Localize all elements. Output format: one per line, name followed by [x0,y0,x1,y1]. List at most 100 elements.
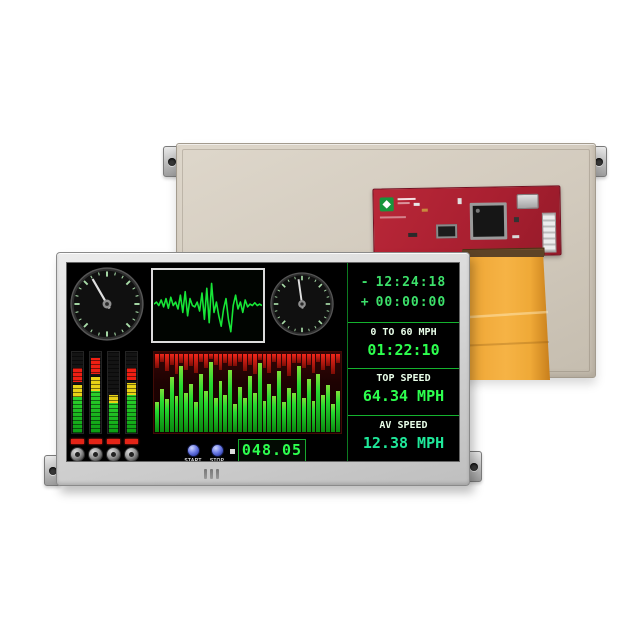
vu-bar [71,351,84,434]
spectrum-bar [267,354,272,432]
secondary-ic-chip [436,224,458,239]
stat-panel: AV SPEED 12.38 MPH [348,416,459,461]
metal-component [516,193,539,210]
spectrum-bar [164,354,169,432]
spectrum-bar [326,354,331,432]
spectrum-bar [159,354,164,432]
spectrum-bar [208,354,213,432]
red-led [89,439,102,444]
spectrum-bar [184,354,189,432]
spectrum-bar [203,354,208,432]
clock-panel: -12:24:18 +00:00:00 [348,263,459,323]
spectrum-bar [335,354,340,432]
spectrum-bar [194,354,199,432]
spectrum-bar [252,354,257,432]
spectrum-bar [262,354,267,432]
spectrum-bar [316,354,321,432]
spectrum-bar [301,354,306,432]
spectrum-bar [218,354,223,432]
waveform-trace [154,271,262,340]
indicator-led-row [71,439,138,444]
spectrum-bar [189,354,194,432]
smd-component [512,235,520,239]
spectrum-bar [247,354,252,432]
smd-component [421,208,428,212]
spectrum-bar [238,354,243,432]
clock-value: 12:24:18 [375,275,447,290]
pcb-logo [379,197,394,212]
spectrum-bar [296,354,301,432]
spectrum-bar [213,354,218,432]
vu-bar [107,351,120,434]
rotary-knob[interactable] [70,447,85,461]
button-label: START [184,458,202,462]
red-led [107,439,120,444]
spectrum-bar [179,354,184,432]
waveform-scope [151,268,265,343]
spectrum-bar [311,354,316,432]
spectrum-bar [228,354,233,432]
spectrum-bar [169,354,174,432]
spectrum-bar [233,354,238,432]
smd-component [457,198,462,205]
clock-row: +00:00:00 [348,295,459,310]
knob-row [70,447,139,461]
spectrum-bar [331,354,335,432]
spectrum-bar [306,354,311,432]
red-led [125,439,138,444]
rotary-knob[interactable] [106,447,121,461]
stop-button[interactable] [210,444,224,457]
dashboard-screen: START STOP 048.05 -12:24:18 +00:00:00 0 T… [66,262,460,462]
spectrum-bar [155,354,159,432]
vu-meter-bank [71,351,138,434]
spectrum-bar [291,354,296,432]
smd-component [513,217,520,223]
bezel: START STOP 048.05 -12:24:18 +00:00:00 0 T… [56,252,470,486]
spectrum-bar [277,354,282,432]
analog-gauge-right [270,272,334,336]
start-stop-buttons: START STOP [182,444,228,462]
spectrum-bar [272,354,277,432]
stat-label: TOP SPEED [376,373,431,385]
spectrum-bar [321,354,326,432]
rotary-knob[interactable] [124,447,139,461]
clock-row: -12:24:18 [348,275,459,290]
spectrum-analyzer [153,351,342,434]
start-button[interactable] [186,444,200,457]
pcb-silkscreen [397,201,410,205]
stat-value: 12.38 MPH [362,433,445,452]
main-ic-chip [469,202,508,240]
stat-label: 0 TO 60 MPH [370,327,437,338]
vu-bar [125,351,138,434]
clock-prefix: + [360,295,370,310]
spectrum-bar [243,354,247,432]
spectrum-bar [287,354,291,432]
spectrum-bar [257,354,262,432]
stat-panel: 0 TO 60 MPH 01:22:10 [348,323,459,370]
smd-component [413,202,420,206]
clock-value: 00:00:00 [375,295,447,310]
rotary-knob[interactable] [88,447,103,461]
digital-readout: 048.05 [238,439,306,461]
clock-prefix: - [360,275,370,290]
touch-connector-mark [204,469,219,479]
pcb-silkscreen [379,216,406,219]
button-start: START [182,444,204,462]
smd-component [408,232,418,238]
stat-value: 64.34 MPH [362,387,445,406]
indicator-square [230,449,235,454]
stat-label: AV SPEED [379,419,428,431]
spectrum-bar [199,354,203,432]
stat-value: 01:22:10 [367,341,440,359]
front-display-module: START STOP 048.05 -12:24:18 +00:00:00 0 T… [44,252,482,486]
analog-gauge-left [70,267,144,341]
button-stop: STOP [206,444,228,461]
spectrum-bar [282,354,287,432]
spectrum-bar [174,354,179,432]
vu-bar [89,351,102,434]
stat-panel: TOP SPEED 64.34 MPH [348,369,459,416]
pcb-silkscreen [397,197,416,201]
spectrum-bar [223,354,228,432]
